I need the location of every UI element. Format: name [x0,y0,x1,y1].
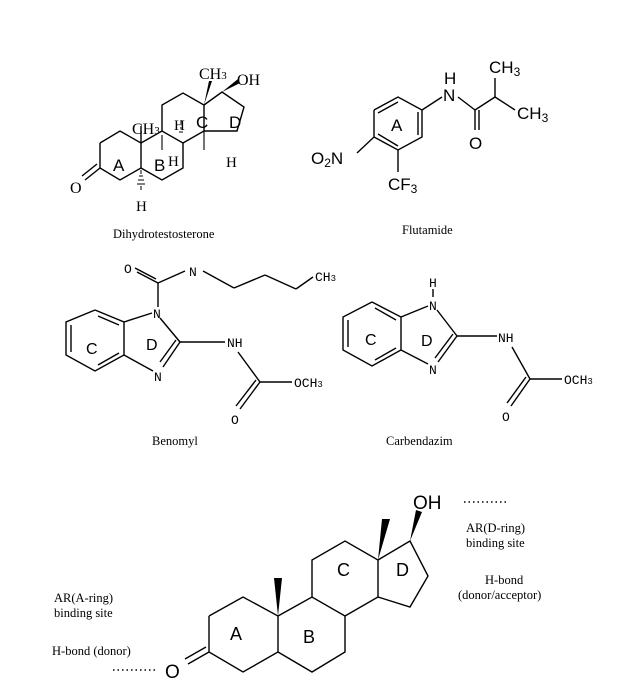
h-bond-da-line2: (donor/acceptor) [458,588,541,602]
flutamide-name: Flutamide [402,223,453,237]
benomyl-ring-c-label: C [86,341,98,358]
binding-model-structure [113,501,506,673]
benomyl-ester-o: O [231,413,239,428]
carbendazim-n3: N [429,363,437,378]
benomyl-n3: N [154,370,162,385]
model-c13-methyl [378,519,390,560]
ar-d-ring-line1: AR(D-ring) [466,521,525,535]
dht-oh-label: OH [237,72,261,89]
ar-a-ring-line1: AR(A-ring) [54,591,113,605]
dht-h-c14: H [226,155,237,171]
benomyl-name: Benomyl [152,434,198,448]
benomyl-och3: OCH3 [294,376,323,391]
benomyl-chain-n: N [189,265,197,280]
dht-ring-d-label: D [229,113,241,132]
h-bond-da-line1: H-bond [485,573,524,587]
dht-h-c8: H [168,154,179,170]
benomyl-ch3: CH3 [315,270,336,285]
dht-ketone-o: O [70,180,82,197]
h-bond-donor-label: H-bond (donor) [52,644,131,658]
dht-ring-c [161,92,205,144]
dht-mid-methyl-label: CH3 [132,121,160,138]
carbendazim-ring-c-label: C [365,332,377,349]
model-c10-methyl [274,578,282,616]
model-ring-d [377,540,429,608]
model-ring-c [311,540,379,617]
carbendazim-name: Carbendazim [386,434,453,448]
benomyl-carbonyl-o: O [124,262,132,277]
flutamide-ch3-right: CH3 [517,104,549,125]
carbendazim-nh: NH [498,331,514,346]
model-ring-b-label: B [303,627,315,647]
dht-h-c9: H [174,118,185,134]
carbendazim-ring-d-label: D [421,333,433,350]
model-oh-label: OH [413,493,442,514]
dht-ring-b [140,130,184,181]
model-ring-b [277,596,346,673]
model-ring-a-label: A [230,624,242,644]
carbendazim-n1: N [429,299,437,314]
benomyl-nh: NH [227,336,243,351]
model-ring-c-label: C [337,560,350,580]
ar-a-ring-line2: binding site [54,606,113,620]
dht-structure [81,79,245,190]
benomyl-ring-d-label: D [146,337,158,354]
flutamide-structure [356,78,516,172]
flutamide-carbonyl-o: O [469,134,482,153]
flutamide-no2: O2N [311,149,343,170]
flutamide-nh-h: H [444,69,456,88]
model-oh-wedge [410,510,422,541]
dht-top-methyl-label: CH3 [199,66,227,83]
ar-d-ring-line2: binding site [466,536,525,550]
dht-ring-a-label: A [113,156,125,175]
dht-ring-c-label: C [196,113,208,132]
model-ring-a [208,596,279,673]
flutamide-cf3: CF3 [388,175,418,196]
flutamide-ring-label: A [391,116,403,135]
carbendazim-och3: OCH3 [564,373,593,388]
dht-ring-b-label: B [154,156,165,175]
benomyl-n1: N [153,307,161,322]
benomyl-structure [65,267,314,410]
model-ketone-o: O [165,662,180,683]
flutamide-ch3-top: CH3 [489,58,521,79]
dht-oh-wedge [222,79,240,92]
dht-name: Dihydrotestosterone [113,227,215,241]
dht-h-c5: H [136,199,147,215]
carbendazim-structure [342,289,562,407]
carbendazim-h: H [429,276,437,291]
carbendazim-ester-o: O [502,410,510,425]
model-ring-d-label: D [396,560,409,580]
dht-c13-wedge [204,81,212,105]
dht-ring-d [203,91,245,132]
flutamide-nh-n: N [443,86,455,105]
